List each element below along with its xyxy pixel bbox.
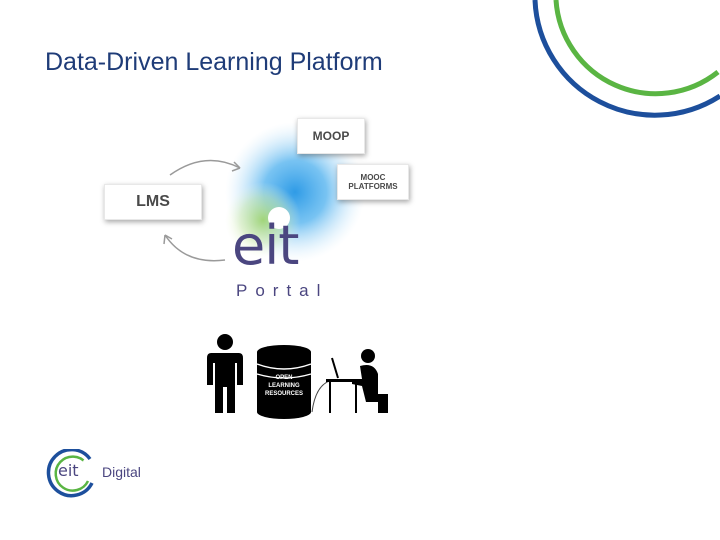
database-labels: OPEN LEARNING RESOURCES	[258, 374, 310, 398]
database-label-line3: RESOURCES	[264, 391, 303, 397]
cycle-arrows	[163, 159, 241, 262]
database-label-line1: OPEN	[275, 375, 293, 381]
portal-label: Portal	[236, 281, 329, 300]
eit-portal-wordmark: eit	[232, 214, 299, 277]
lms-label: LMS	[136, 193, 170, 210]
mooc-platforms-card: MOOC PLATFORMS	[337, 164, 409, 200]
portal-glow	[225, 122, 365, 262]
person-icon	[207, 334, 243, 413]
eit-digital-logo-ring	[46, 449, 94, 498]
mooc-label-line1: MOOC	[360, 173, 386, 182]
logo-eit-text: eit	[58, 461, 79, 480]
database-label-line2: LEARNING	[268, 383, 300, 389]
person-at-laptop-icon	[326, 349, 388, 413]
slide-title: Data-Driven Learning Platform	[45, 48, 383, 76]
database-icon	[256, 345, 312, 419]
mooc-label-line2: PLATFORMS	[348, 182, 398, 191]
moop-card: MOOP	[297, 118, 365, 154]
moop-label: MOOP	[312, 129, 350, 143]
lms-card: LMS	[104, 184, 202, 220]
logo-digital-text: Digital	[102, 464, 141, 480]
